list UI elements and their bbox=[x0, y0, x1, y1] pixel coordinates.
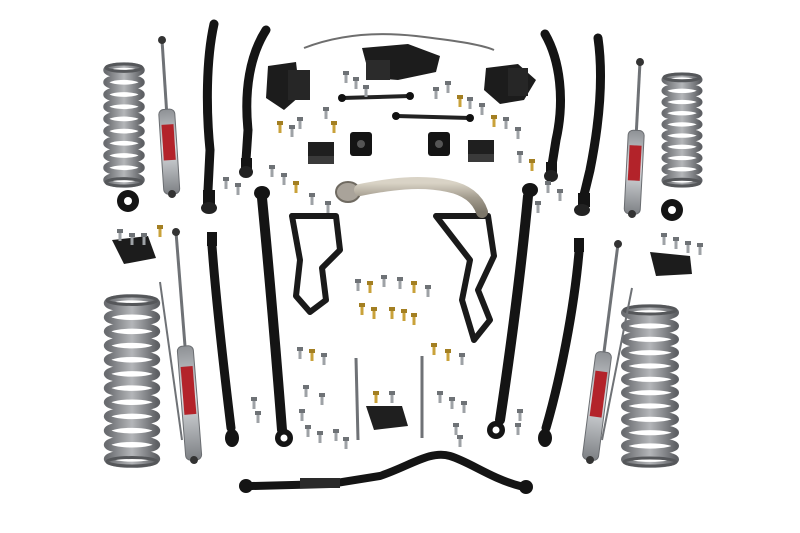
spacer-right bbox=[468, 140, 494, 162]
shock-absorber-bottom-right bbox=[582, 240, 622, 464]
coil-spring-front-right bbox=[661, 72, 703, 188]
control-arm-upper-right-1 bbox=[540, 29, 565, 182]
bump-stop-left bbox=[350, 132, 372, 156]
control-arm-lower-right-long bbox=[487, 183, 538, 439]
bracket-top-right bbox=[484, 64, 536, 104]
shock-absorber-bottom-left bbox=[172, 228, 203, 465]
coil-spring-rear-left bbox=[103, 293, 161, 469]
coil-spring-front-left bbox=[103, 62, 145, 188]
bracket-top-center bbox=[362, 44, 440, 80]
bump-stop-right bbox=[428, 132, 450, 156]
sway-bar-link-right bbox=[392, 112, 474, 122]
shock-absorber-top-right bbox=[623, 58, 645, 219]
adjustable-track-bar bbox=[239, 450, 533, 494]
control-arm-lower-right-short bbox=[538, 238, 584, 447]
control-arm-lower-left-short bbox=[207, 232, 239, 447]
control-arm-upper-right-2 bbox=[574, 33, 605, 216]
control-arm-upper-left-1 bbox=[201, 19, 219, 214]
control-arm-lower-left-long bbox=[254, 186, 293, 447]
hardware-bolts bbox=[117, 71, 703, 449]
exhaust-spacer-pipe bbox=[335, 177, 488, 218]
relocation-bracket-right bbox=[433, 213, 497, 343]
coil-spring-rear-right bbox=[621, 304, 679, 468]
washer-left bbox=[117, 190, 139, 212]
relocation-bracket-left bbox=[289, 213, 343, 315]
brake-line-top bbox=[303, 33, 495, 51]
control-arm-upper-left-2 bbox=[239, 25, 271, 178]
sway-bar-link-left bbox=[338, 92, 414, 102]
bracket-lower-center bbox=[366, 406, 408, 430]
spacer-left bbox=[308, 142, 334, 164]
shock-absorber-top-left bbox=[158, 36, 181, 199]
bracket-top-left bbox=[266, 62, 310, 110]
bracket-mid-right bbox=[650, 252, 692, 276]
washer-right bbox=[661, 199, 683, 221]
rod-links-lower bbox=[159, 281, 633, 441]
